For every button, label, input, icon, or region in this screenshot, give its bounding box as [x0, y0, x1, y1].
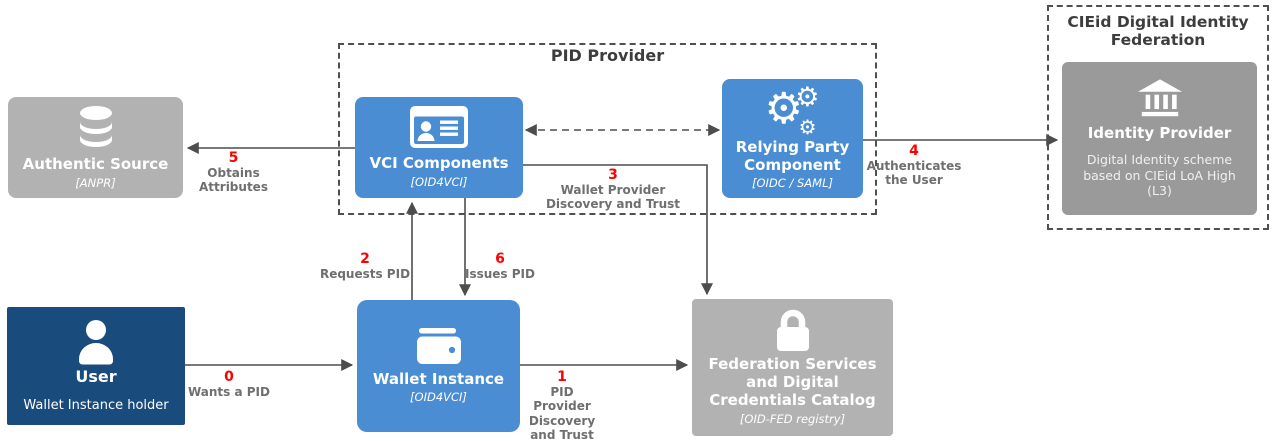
edge-text: Wants a PID: [187, 385, 270, 400]
node-title: VCI Components: [369, 154, 509, 173]
gears-icon: ⚙⚙⚙: [764, 81, 820, 139]
edge-number: 2: [360, 251, 370, 267]
user-node: User Wallet Instance holder: [7, 307, 185, 425]
database-icon: [79, 106, 112, 148]
edge-number: 3: [608, 167, 618, 183]
edge-number: 6: [495, 251, 505, 267]
node-subtitle: Wallet Instance holder: [23, 397, 169, 413]
id-card-icon: [410, 106, 468, 149]
node-title: Federation Services and Digital Credenti…: [708, 355, 877, 409]
edge-label-4: 4 Authenticates the User: [864, 143, 964, 188]
edge-number: 5: [228, 150, 239, 166]
wallet-icon: [416, 327, 461, 364]
node-subtitle: [OID4VCI]: [410, 174, 468, 189]
edge-label-2: 2 Requests PID: [319, 251, 411, 281]
wallet-instance-node: Wallet Instance [OID4VCI]: [357, 300, 520, 432]
node-subtitle: [OID-FED registry]: [739, 411, 846, 426]
lock-icon: [776, 310, 809, 352]
node-subtitle: [ANPR]: [75, 175, 116, 190]
person-icon: [79, 320, 113, 365]
federation-services-node: Federation Services and Digital Credenti…: [692, 299, 893, 436]
edge-label-5: 5 Obtains Attributes: [186, 150, 281, 195]
edge-text: Obtains Attributes: [199, 166, 268, 195]
node-title: User: [75, 367, 117, 387]
edge-label-6: 6 Issues PID: [454, 251, 546, 281]
edge-text: Wallet Provider Discovery and Trust: [545, 183, 681, 212]
edge-label-3: 3 Wallet Provider Discovery and Trust: [542, 167, 684, 212]
edge-text: PID Provider Discovery and Trust: [528, 385, 596, 441]
node-title: Authentic Source: [22, 155, 169, 174]
authentic-source-node: Authentic Source [ANPR]: [8, 97, 183, 198]
vci-components-node: VCI Components [OID4VCI]: [355, 97, 523, 198]
edge-number: 1: [557, 369, 567, 385]
cieid-federation-container: CIEid Digital Identity Federation: [1047, 5, 1269, 230]
pid-provider-container-title: PID Provider: [550, 46, 665, 65]
node-subtitle: [OIDC / SAML]: [752, 176, 833, 191]
bank-icon: [1137, 79, 1182, 117]
edge-text: Authenticates the User: [866, 159, 962, 188]
edge-label-1: 1 PID Provider Discovery and Trust: [522, 369, 602, 441]
edge-text: Issues PID: [465, 267, 535, 282]
identity-provider-node: Identity Provider Digital Identity schem…: [1062, 62, 1257, 215]
node-subtitle: [OID4VCI]: [410, 390, 467, 405]
node-title: Wallet Instance: [372, 369, 505, 388]
relying-party-node: ⚙⚙⚙ Relying Party Component [OIDC / SAML…: [722, 79, 863, 198]
edge-text: Requests PID: [319, 267, 411, 282]
node-title: Relying Party Component: [735, 137, 850, 174]
node-caption: Digital Identity scheme based on CIEid L…: [1083, 152, 1236, 198]
edge-number: 0: [224, 369, 234, 385]
edge-label-0: 0 Wants a PID: [183, 369, 275, 399]
cieid-federation-container-title: CIEid Digital Identity Federation: [1067, 13, 1249, 49]
edge-number: 4: [909, 143, 919, 159]
node-title: Identity Provider: [1087, 123, 1232, 142]
